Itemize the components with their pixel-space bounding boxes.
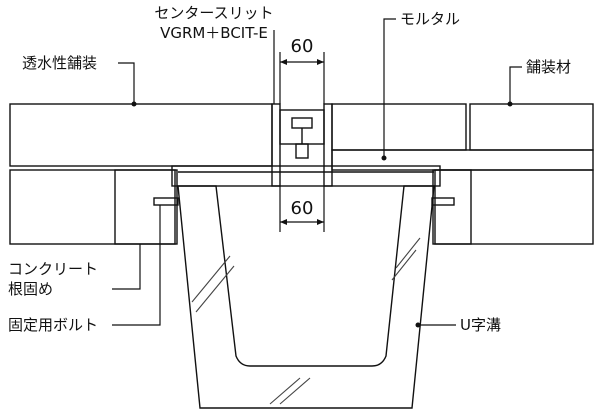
- paving-block-1: [331, 103, 467, 151]
- base-layer-left: [9, 169, 176, 245]
- center-slit-plate-left: [271, 103, 281, 187]
- leader-mortar-dot: [381, 155, 387, 161]
- permeable-paving-block: [9, 103, 273, 167]
- center-slit-nut-top: [291, 117, 313, 129]
- leader-u-trench-dot: [415, 322, 421, 328]
- u-trench-body: [177, 185, 435, 409]
- label-paving-material: 舗装材: [526, 58, 571, 76]
- u-trench-hatch-3: [269, 377, 301, 405]
- u-trench-hatch-2: [195, 265, 235, 313]
- paving-block-2: [469, 103, 594, 151]
- center-slit-plate-right: [323, 103, 333, 187]
- concrete-root-right: [432, 169, 472, 245]
- leader-paving-material-dot: [507, 101, 513, 107]
- fixing-bolt-right: [431, 197, 455, 206]
- base-layer-right: [434, 169, 594, 245]
- dim-top-arrow-left: [280, 59, 287, 65]
- center-slit-nut-bottom: [295, 143, 309, 159]
- concrete-root-left: [114, 169, 178, 245]
- label-concrete-line1: コンクリート: [8, 260, 98, 278]
- dim-bottom-arrow-right: [317, 219, 324, 225]
- leader-permeable-paving-dot: [131, 101, 137, 107]
- leader-paving-material: [509, 66, 522, 104]
- leader-mortar: [383, 18, 396, 158]
- dim-bottom-text: 60: [291, 198, 314, 219]
- dim-top-text: 60: [291, 36, 314, 57]
- label-mortar: モルタル: [400, 10, 460, 28]
- label-permeable-paving: 透水性舗装: [22, 54, 97, 72]
- u-trench-hatch-5: [395, 237, 421, 269]
- grating-frame: [171, 165, 441, 187]
- fixing-bolt-left: [153, 197, 179, 206]
- label-u-trench: U字溝: [460, 316, 501, 334]
- label-center-slit-line2: VGRM＋BCIT-E: [160, 24, 268, 42]
- leader-fixing-bolt: [112, 205, 161, 326]
- dim-bottom-arrow-left: [280, 219, 287, 225]
- label-center-slit-line1: センタースリット: [154, 4, 273, 22]
- label-concrete-line2: 根固め: [8, 280, 53, 298]
- u-trench-hatch-4: [279, 377, 311, 405]
- leader-concrete: [112, 244, 141, 290]
- mortar-layer: [331, 149, 594, 171]
- label-fixing-bolt: 固定用ボルト: [8, 316, 98, 334]
- dim-top-arrow-right: [317, 59, 324, 65]
- leader-permeable-paving: [118, 62, 135, 104]
- u-trench-hatch-6: [391, 249, 417, 281]
- u-trench-hatch-1: [191, 255, 231, 303]
